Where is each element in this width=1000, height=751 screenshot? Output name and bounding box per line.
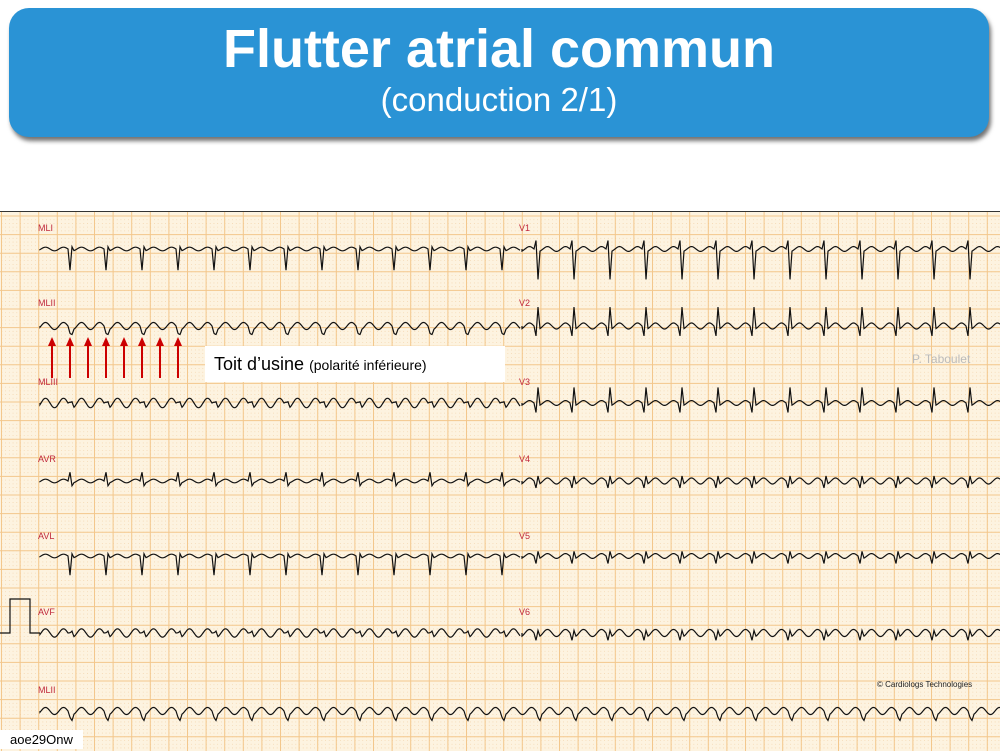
annotation-main: Toit d’usine — [214, 354, 305, 374]
ecg-trace-left-3 — [39, 472, 521, 488]
arrow-head-icon — [48, 337, 56, 346]
slide-title: Flutter atrial commun — [222, 19, 776, 79]
lead-label-avl: AVL — [38, 531, 55, 541]
grid-minor-dots — [1, 215, 1000, 749]
author-watermark: P. Taboulet — [912, 352, 971, 366]
ecg-trace-left-6 — [39, 706, 1000, 722]
ecg-strip: MLI MLII MLIII AVR AVL AVF MLII V1 V2 V3… — [0, 211, 1000, 751]
arrow-head-icon — [156, 337, 164, 346]
lead-label-v5: V5 — [519, 531, 531, 541]
lead-label-v2: V2 — [519, 298, 531, 308]
ecg-trace-left-2 — [39, 397, 521, 409]
ecg-trace-right-5 — [521, 628, 1000, 641]
lead-label-v4: V4 — [519, 454, 531, 464]
calibration-pulse — [0, 598, 40, 634]
lead-label-mlii: MLII — [38, 298, 56, 308]
ecg-trace-right-3 — [521, 475, 1000, 489]
ecg-trace-left-5 — [39, 628, 521, 638]
ecg-trace-right-0 — [521, 240, 1000, 280]
arrow-head-icon — [174, 337, 182, 346]
annotation-box: Toit d’usine (polarité inférieure) — [205, 346, 505, 382]
ecg-trace-right-4 — [521, 551, 1000, 564]
ecg-trace-right-1 — [521, 306, 1000, 337]
copyright-text: © Cardiologs Technologies — [877, 680, 973, 689]
lead-label-mliii: MLIII — [38, 377, 59, 387]
ecg-trace-left-0 — [39, 244, 521, 271]
lead-label-v3: V3 — [519, 377, 531, 387]
lead-label-v1: V1 — [519, 223, 531, 233]
arrow-head-icon — [138, 337, 146, 346]
arrow-head-icon — [84, 337, 92, 346]
title-banner: Flutter atrial commun (conduction 2/1) — [9, 8, 989, 137]
lead-label-avf: AVF — [38, 607, 55, 617]
ecg-trace-left-1 — [39, 321, 521, 336]
lead-label-mlii-rhythm: MLII — [38, 685, 56, 695]
slide-subtitle: (conduction 2/1) — [380, 81, 618, 118]
ecg-trace-right-2 — [521, 387, 1000, 413]
arrow-head-icon — [102, 337, 110, 346]
image-code: aoe29Onw — [0, 730, 83, 749]
lead-label-v6: V6 — [519, 607, 531, 617]
arrow-head-icon — [120, 337, 128, 346]
lead-label-avr: AVR — [38, 454, 56, 464]
lead-label-mli: MLI — [38, 223, 54, 233]
arrow-head-icon — [66, 337, 74, 346]
ecg-trace-left-4 — [39, 551, 521, 576]
annotation-detail: (polarité inférieure) — [309, 357, 427, 373]
ecg-grid — [0, 212, 1000, 751]
